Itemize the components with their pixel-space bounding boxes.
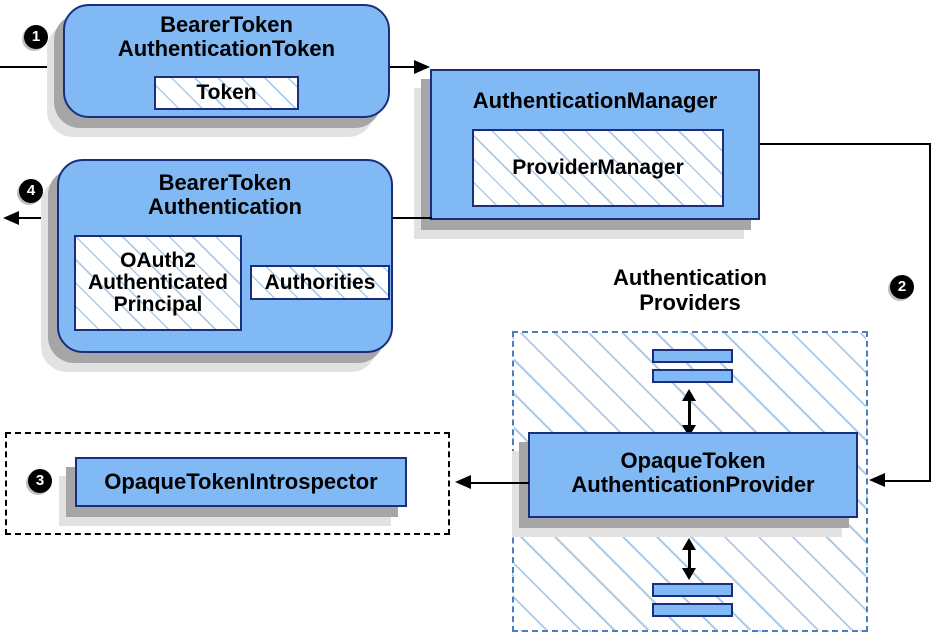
arrowhead-step4-out [3,211,19,225]
providers-title-line: Authentication [613,265,767,290]
step3-badge: 3 [28,469,52,493]
principal-label-line: OAuth2 [120,249,196,272]
principal-label-line: Principal [113,293,203,316]
node-title-line: OpaqueToken [620,448,766,473]
generic-provider-bar [652,369,733,383]
flow-line-step2-down [929,143,931,482]
token-field: Token [154,76,299,110]
flow-line-am-to-bta [393,217,432,219]
generic-provider-bar [652,603,733,617]
node-title-line: AuthenticationToken [117,36,336,61]
authentication-providers-title: Authentication Providers [540,265,840,315]
opaque-token-introspector-container: OpaqueTokenIntrospector [5,432,450,535]
oauth2-authenticated-principal-field: OAuth2 Authenticated Principal [74,235,242,331]
flow-line-step1-in [0,66,63,68]
double-arrow-line [688,399,691,427]
double-arrow-line [688,548,691,570]
generic-provider-bar [652,583,733,597]
token-field-label: Token [196,81,257,104]
node-authentication-manager: AuthenticationManager ProviderManager [430,69,760,220]
authentication-providers-container: OpaqueToken AuthenticationProvider [512,331,868,632]
node-opaque-token-authentication-provider: OpaqueToken AuthenticationProvider [528,432,858,518]
flow-line-step2-bottom [883,480,931,482]
authorities-field: Authorities [250,265,390,300]
provider-manager-label: ProviderManager [512,156,684,179]
flow-line-step4-out [17,217,57,219]
generic-provider-bar [652,349,733,363]
flow-line-step2-top [760,143,931,145]
step1-badge: 1 [24,25,48,49]
node-title-line: BearerToken [158,170,292,195]
provider-manager-field: ProviderManager [472,129,724,207]
flow-line-step3 [469,482,529,484]
double-arrow-down-icon [682,568,696,580]
node-title-line: AuthenticationProvider [571,472,815,497]
step4-badge: 4 [19,179,43,203]
arrowhead-step3-into-introspector [455,475,471,489]
double-arrow-up-icon [682,389,696,401]
node-title-line: OpaqueTokenIntrospector [104,469,378,494]
node-opaque-token-introspector: OpaqueTokenIntrospector [75,457,407,507]
node-title-line: Authentication [148,194,302,219]
node-title-line: AuthenticationManager [472,88,718,113]
providers-title-line: Providers [639,290,741,315]
arrowhead-to-auth-manager [414,60,430,74]
step2-badge: 2 [890,275,914,299]
flow-line-to-auth-manager [390,66,416,68]
node-bearer-token-authentication-token: BearerToken AuthenticationToken Token [63,4,390,118]
node-bearer-token-authentication: BearerToken Authentication OAuth2 Authen… [57,159,393,353]
node-title-line: BearerToken [160,12,293,37]
principal-label-line: Authenticated [87,271,228,294]
authorities-label: Authorities [264,270,376,294]
arrowhead-step2-into-providers [869,473,885,487]
double-arrow-up-icon [682,538,696,550]
